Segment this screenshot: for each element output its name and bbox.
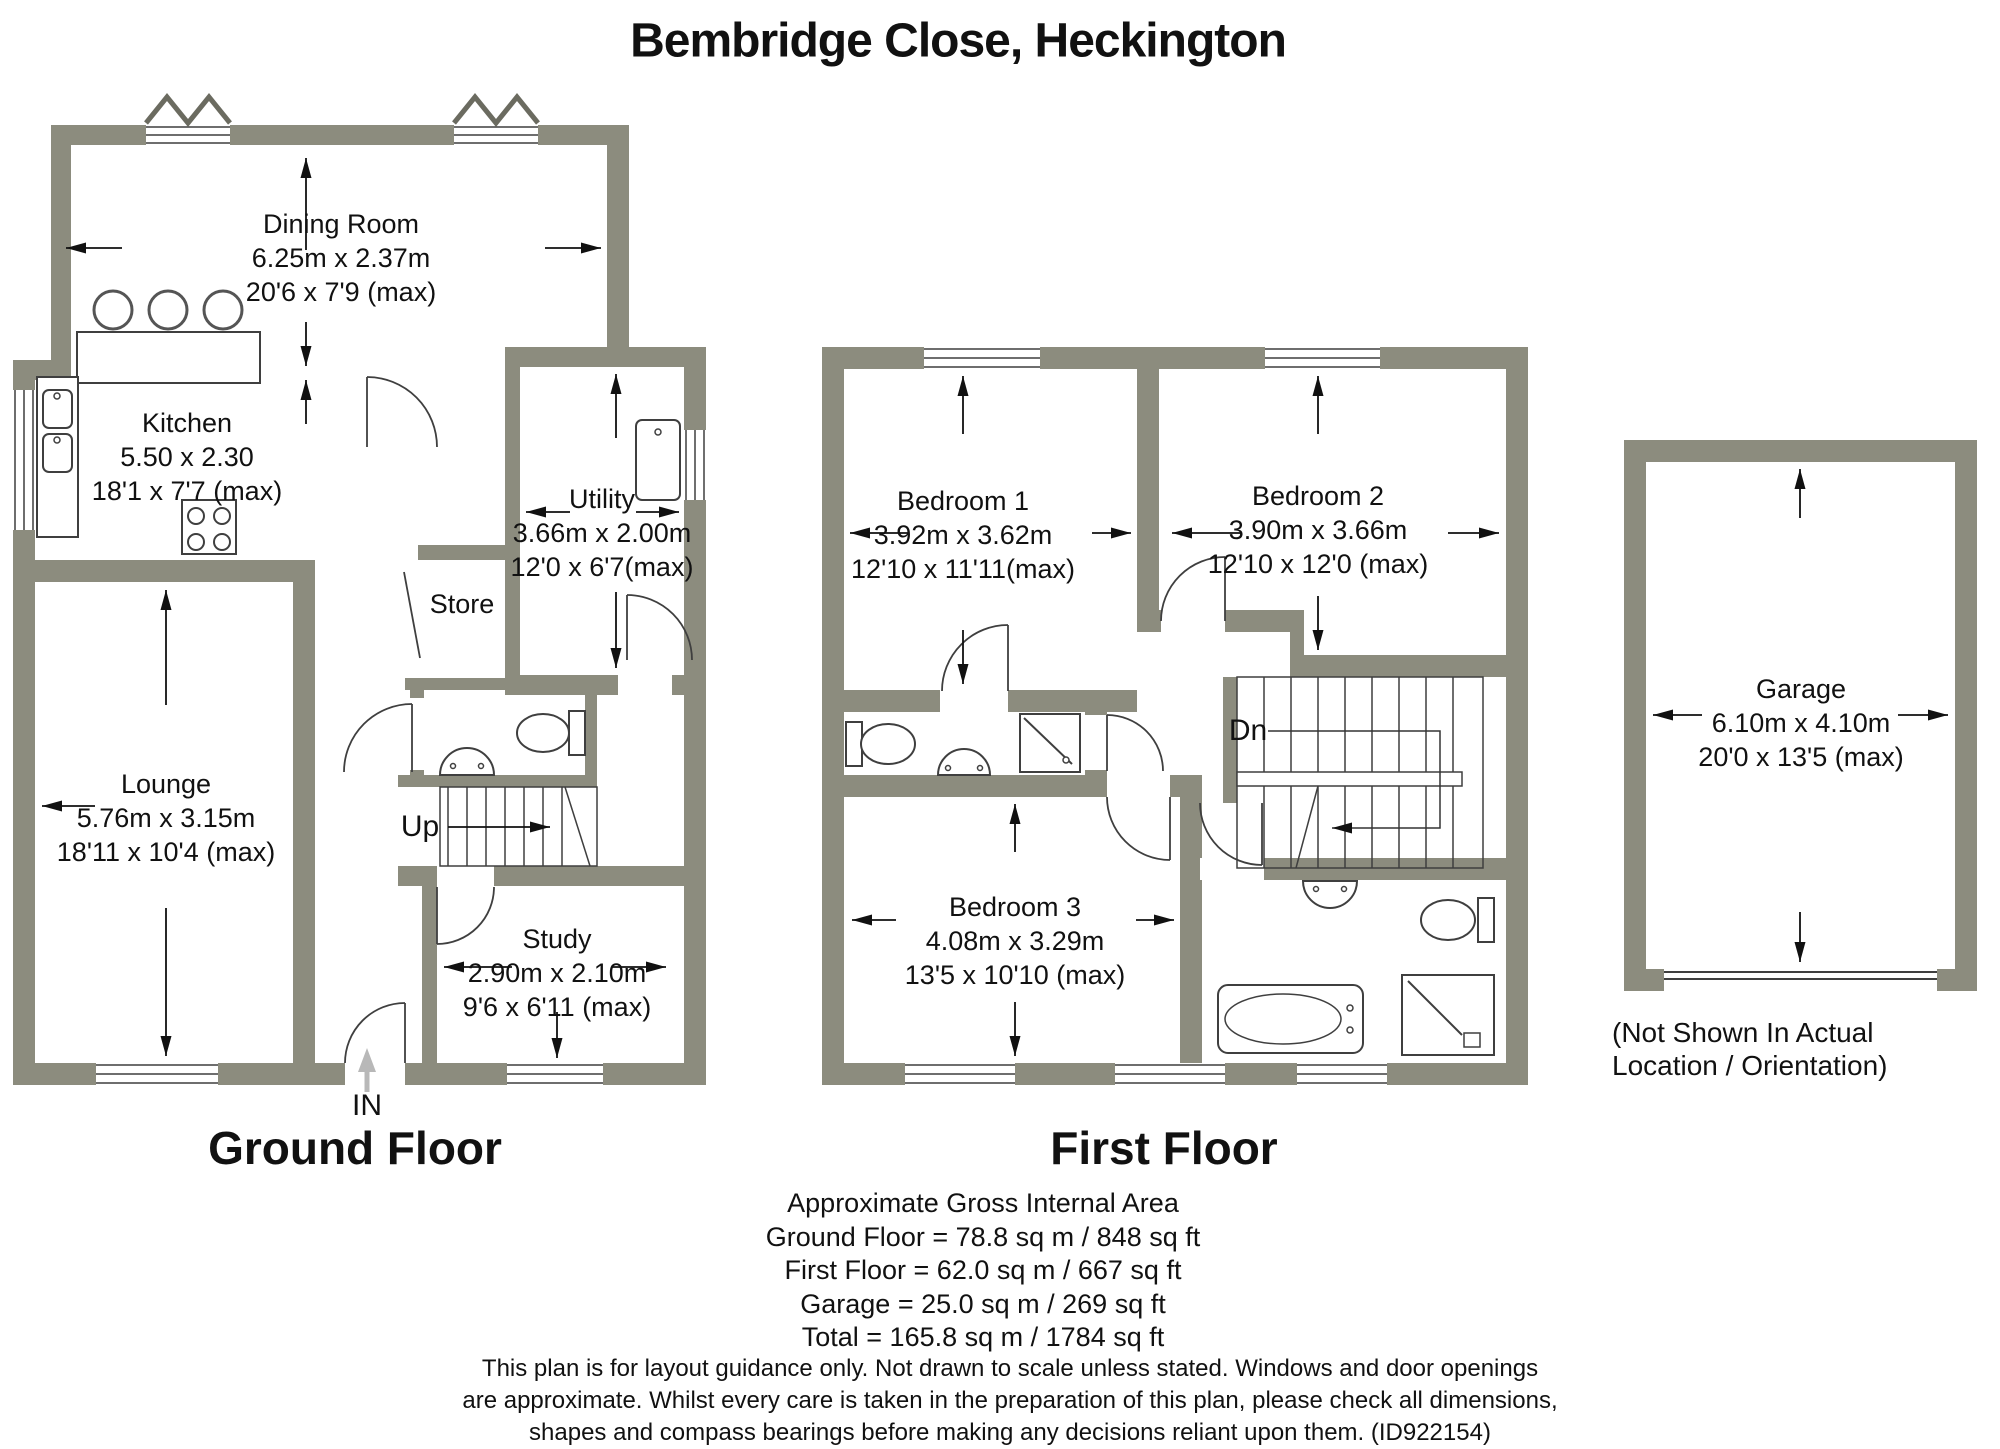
- disclaimer-line3: shapes and compass bearings before makin…: [529, 1419, 1491, 1446]
- area-garage: Garage = 25.0 sq m / 269 sq ft: [800, 1288, 1166, 1319]
- garage-plan: [1624, 440, 1977, 991]
- kitchen-sink-fixture: [36, 376, 79, 538]
- garage-note-line2: Location / Orientation): [1612, 1050, 1888, 1081]
- room-label-bedroom2: Bedroom 2 3.90m x 3.66m 12'10 x 12'0 (ma…: [1208, 479, 1428, 581]
- room-label-bedroom3: Bedroom 3 4.08m x 3.29m 13'5 x 10'10 (ma…: [905, 890, 1125, 992]
- room-metric: 3.66m x 2.00m: [512, 518, 692, 548]
- first-floor-windows: [905, 347, 1387, 1085]
- room-name: Kitchen: [141, 408, 233, 438]
- room-imperial: 12'0 x 6'7(max): [510, 552, 694, 582]
- room-label-garage: Garage 6.10m x 4.10m 20'0 x 13'5 (max): [1698, 672, 1903, 774]
- first-floor-openings: [940, 610, 1264, 880]
- ground-floor-windows: [13, 125, 706, 1085]
- room-metric: 5.76m x 3.15m: [76, 803, 256, 833]
- hob-fixture: [181, 499, 237, 555]
- first-floor-dimension-arrows: [850, 376, 1499, 1056]
- utility-sink-fixture: [635, 419, 681, 501]
- wc-sink-fixture: [438, 747, 496, 776]
- disclaimer-line2: are approximate. Whilst every care is ta…: [462, 1387, 1558, 1414]
- first-floor-plan: [822, 347, 1528, 1085]
- garage-note: (Not Shown In Actual Location / Orientat…: [1612, 1016, 1888, 1082]
- room-name: Garage: [1755, 674, 1847, 704]
- stairs-first: [1236, 676, 1484, 869]
- window-zigzag-icon: [144, 93, 540, 127]
- garage-dimension-arrows: [1653, 469, 1948, 962]
- bathroom-sink-fixture: [1301, 880, 1359, 909]
- disclaimer: This plan is for layout guidance only. N…: [462, 1353, 1557, 1449]
- area-first: First Floor = 62.0 sq m / 667 sq ft: [784, 1255, 1182, 1285]
- ensuite-shower-fixture: [1019, 713, 1081, 773]
- room-name: Bedroom 1: [896, 486, 1030, 516]
- area-ground: Ground Floor = 78.8 sq m / 848 sq ft: [765, 1221, 1201, 1252]
- room-metric: 2.90m x 2.10m: [467, 958, 647, 988]
- page-title: Bembridge Close, Heckington: [630, 14, 1287, 68]
- room-metric: 4.08m x 3.29m: [925, 926, 1105, 956]
- kitchen-counter: [76, 331, 261, 384]
- room-imperial: 12'10 x 12'0 (max): [1207, 549, 1429, 579]
- room-label-utility: Utility 3.66m x 2.00m 12'0 x 6'7(max): [511, 482, 694, 584]
- room-metric: 6.25m x 2.37m: [251, 243, 431, 273]
- stairs-down-direction-line: [1268, 730, 1441, 834]
- entrance-label: IN: [352, 1089, 382, 1122]
- room-imperial: 20'6 x 7'9 (max): [245, 277, 437, 307]
- entrance-arrow-icon: [358, 1048, 376, 1092]
- room-name: Study: [522, 924, 592, 954]
- ground-floor-plan: [13, 93, 706, 1092]
- ground-floor-dimension-arrows: [42, 158, 679, 1058]
- area-total: Total = 165.8 sq m / 1784 sq ft: [801, 1322, 1165, 1352]
- room-name: Lounge: [120, 769, 212, 799]
- room-imperial: 13'5 x 10'10 (max): [904, 960, 1126, 990]
- ground-floor-doors: [343, 376, 693, 1064]
- room-name: Store: [429, 589, 495, 619]
- room-metric: 6.10m x 4.10m: [1711, 708, 1891, 738]
- room-imperial: 18'11 x 10'4 (max): [56, 837, 276, 867]
- room-imperial: 9'6 x 6'11 (max): [462, 992, 652, 1022]
- wc-toilet-fixture: [516, 710, 586, 756]
- room-label-lounge: Lounge 5.76m x 3.15m 18'11 x 10'4 (max): [57, 767, 275, 869]
- ensuite-sink-fixture: [936, 748, 992, 776]
- shower-fixture: [1401, 974, 1495, 1056]
- area-heading: Approximate Gross Internal Area: [787, 1188, 1179, 1218]
- room-label-bedroom1: Bedroom 1 3.92m x 3.62m 12'10 x 11'11(ma…: [851, 484, 1075, 586]
- stairs-up-label: Up: [400, 810, 440, 843]
- disclaimer-line1: This plan is for layout guidance only. N…: [481, 1355, 1539, 1382]
- stairs-down-label: Dn: [1228, 714, 1268, 747]
- bath-fixture: [1217, 984, 1364, 1054]
- room-label-dining: Dining Room 6.25m x 2.37m 20'6 x 7'9 (ma…: [246, 207, 436, 309]
- room-label-study: Study 2.90m x 2.10m 9'6 x 6'11 (max): [463, 922, 651, 1024]
- bathroom-toilet-fixture: [1420, 897, 1495, 943]
- room-metric: 3.90m x 3.66m: [1228, 515, 1408, 545]
- ensuite-toilet-fixture: [845, 721, 916, 767]
- room-imperial: 12'10 x 11'11(max): [851, 554, 1075, 584]
- room-imperial: 18'1 x 7'7 (max): [91, 476, 283, 506]
- first-floor-doors: [941, 556, 1263, 866]
- first-floor-heading: First Floor: [1050, 1122, 1278, 1174]
- room-label-kitchen: Kitchen 5.50 x 2.30 18'1 x 7'7 (max): [92, 406, 282, 508]
- room-name: Bedroom 3: [948, 892, 1082, 922]
- room-name: Bedroom 2: [1251, 481, 1385, 511]
- room-label-store: Store: [430, 587, 495, 621]
- breakfast-stools: [92, 289, 244, 331]
- ground-floor-heading: Ground Floor: [208, 1122, 502, 1174]
- garage-walls: [1624, 440, 1977, 991]
- garage-note-line1: (Not Shown In Actual: [1612, 1017, 1874, 1048]
- garage-door-line: [1664, 971, 1937, 980]
- area-summary: Approximate Gross Internal Area Ground F…: [766, 1187, 1200, 1355]
- room-metric: 3.92m x 3.62m: [873, 520, 1053, 550]
- room-name: Dining Room: [262, 209, 420, 239]
- room-name: Utility: [568, 484, 635, 514]
- room-metric: 5.50 x 2.30: [120, 442, 254, 472]
- room-imperial: 20'0 x 13'5 (max): [1698, 742, 1904, 772]
